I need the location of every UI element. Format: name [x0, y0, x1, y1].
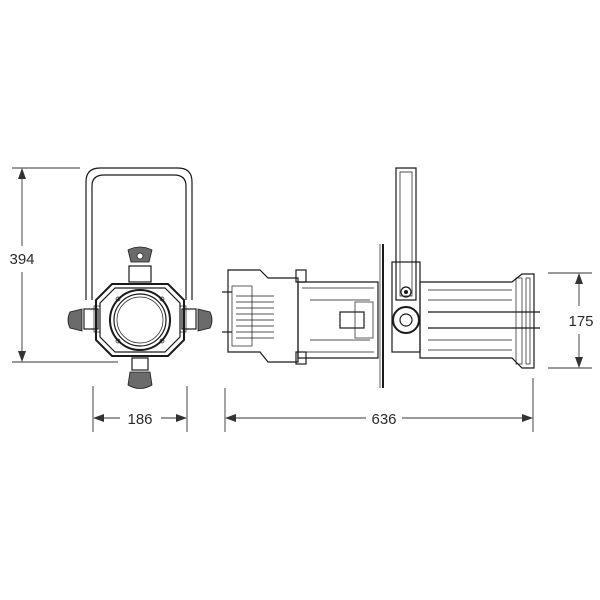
- front-yoke: [85, 167, 193, 300]
- side-pivot: [392, 286, 420, 334]
- side-view: [222, 167, 540, 388]
- dim-front-height: 394: [9, 167, 118, 363]
- dim-front-width-label: 186: [127, 411, 152, 428]
- dim-side-length-label: 636: [371, 411, 396, 428]
- dim-side-height: 175: [548, 272, 594, 369]
- side-yoke: [391, 167, 421, 353]
- front-bottom-knob: [127, 357, 153, 389]
- side-lens-tube: [419, 273, 540, 369]
- dim-front-width: 186: [92, 386, 188, 432]
- dim-front-height-label: 394: [9, 251, 34, 268]
- front-top-knob: [127, 246, 153, 283]
- front-view: [67, 167, 213, 389]
- dim-side-length: 636: [224, 378, 534, 432]
- dim-side-height-label: 175: [568, 313, 593, 330]
- side-mid-barrel: [297, 281, 379, 359]
- side-rear-body: [222, 269, 307, 365]
- side-gel-frame: [379, 244, 384, 388]
- front-housing: [95, 283, 185, 357]
